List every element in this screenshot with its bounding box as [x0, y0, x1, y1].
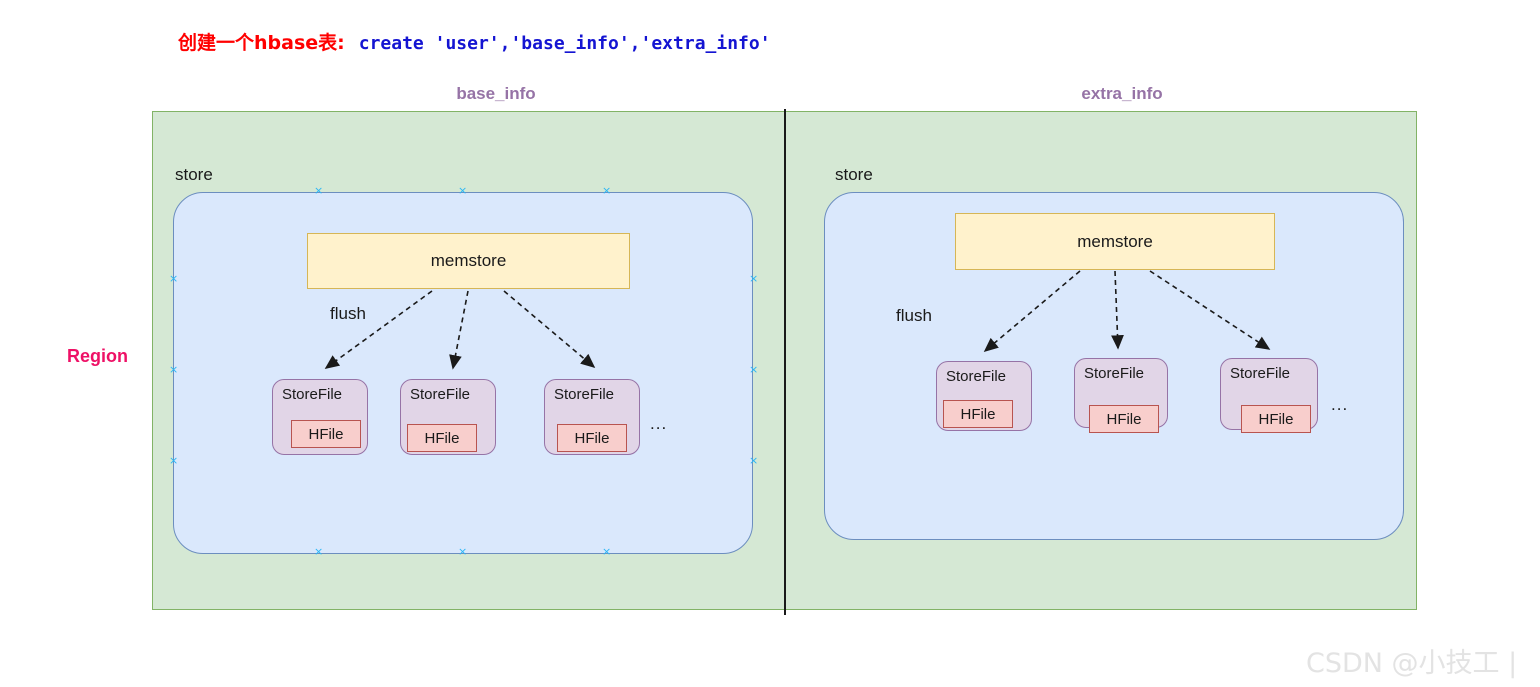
hfile-box[interactable]: HFile — [557, 424, 627, 452]
selection-handle-5[interactable]: × — [602, 545, 612, 558]
storefile-box[interactable]: StoreFile HFile — [272, 379, 368, 455]
storefile-label: StoreFile — [1230, 365, 1291, 382]
storefile-ellipsis: ... — [1331, 395, 1349, 414]
csdn-watermark: CSDN @小技工 | — [1306, 648, 1518, 679]
selection-handle-1[interactable]: × — [458, 184, 468, 197]
storefile-label: StoreFile — [410, 386, 471, 403]
title-line: 创建一个hbase表: create 'user','base_info','ex… — [178, 28, 771, 55]
storefile-box[interactable]: StoreFile HFile — [544, 379, 640, 455]
storefile-box[interactable]: StoreFile HFile — [1220, 358, 1318, 433]
flush-label-base-info: flush — [330, 304, 366, 323]
region-label: Region — [67, 346, 128, 366]
storefile-label: StoreFile — [554, 386, 615, 403]
storefile-box[interactable]: StoreFile HFile — [936, 361, 1032, 431]
column-family-label-base-info: base_info — [456, 84, 536, 103]
selection-handle-0[interactable]: × — [314, 184, 324, 197]
hfile-box[interactable]: HFile — [291, 420, 361, 448]
storefile-box[interactable]: StoreFile HFile — [1074, 358, 1168, 433]
selection-handle-7[interactable]: × — [169, 363, 179, 376]
selection-handle-11[interactable]: × — [749, 454, 759, 467]
storefile-box[interactable]: StoreFile HFile — [400, 379, 496, 455]
flush-label-extra-info: flush — [896, 306, 932, 325]
selection-handle-4[interactable]: × — [458, 545, 468, 558]
selection-handle-6[interactable]: × — [169, 272, 179, 285]
column-family-label-extra-info: extra_info — [1081, 84, 1163, 103]
memstore-box-extra-info[interactable]: memstore — [955, 213, 1275, 270]
storefile-label: StoreFile — [282, 386, 343, 403]
title-hbase-command: create 'user','base_info','extra_info' — [358, 33, 771, 54]
memstore-label: memstore — [430, 251, 507, 270]
memstore-label: memstore — [1077, 231, 1153, 251]
store-label-base-info: store — [175, 165, 213, 184]
selection-handle-3[interactable]: × — [314, 545, 324, 558]
region-column-family-divider — [784, 109, 786, 615]
hfile-box[interactable]: HFile — [943, 400, 1013, 428]
hfile-box[interactable]: HFile — [407, 424, 477, 452]
storefile-ellipsis: ... — [650, 414, 668, 433]
hfile-box[interactable]: HFile — [1089, 405, 1159, 433]
storefile-label: StoreFile — [1084, 365, 1145, 382]
hfile-box[interactable]: HFile — [1241, 405, 1311, 433]
selection-handle-2[interactable]: × — [602, 184, 612, 197]
storefile-label: StoreFile — [946, 368, 1007, 385]
selection-handle-9[interactable]: × — [749, 272, 759, 285]
selection-handle-10[interactable]: × — [749, 363, 759, 376]
store-label-extra-info: store — [835, 165, 873, 184]
title-chinese-text: 创建一个hbase表: — [178, 32, 345, 54]
memstore-box-base-info[interactable]: memstore — [307, 233, 630, 289]
selection-handle-8[interactable]: × — [169, 454, 179, 467]
